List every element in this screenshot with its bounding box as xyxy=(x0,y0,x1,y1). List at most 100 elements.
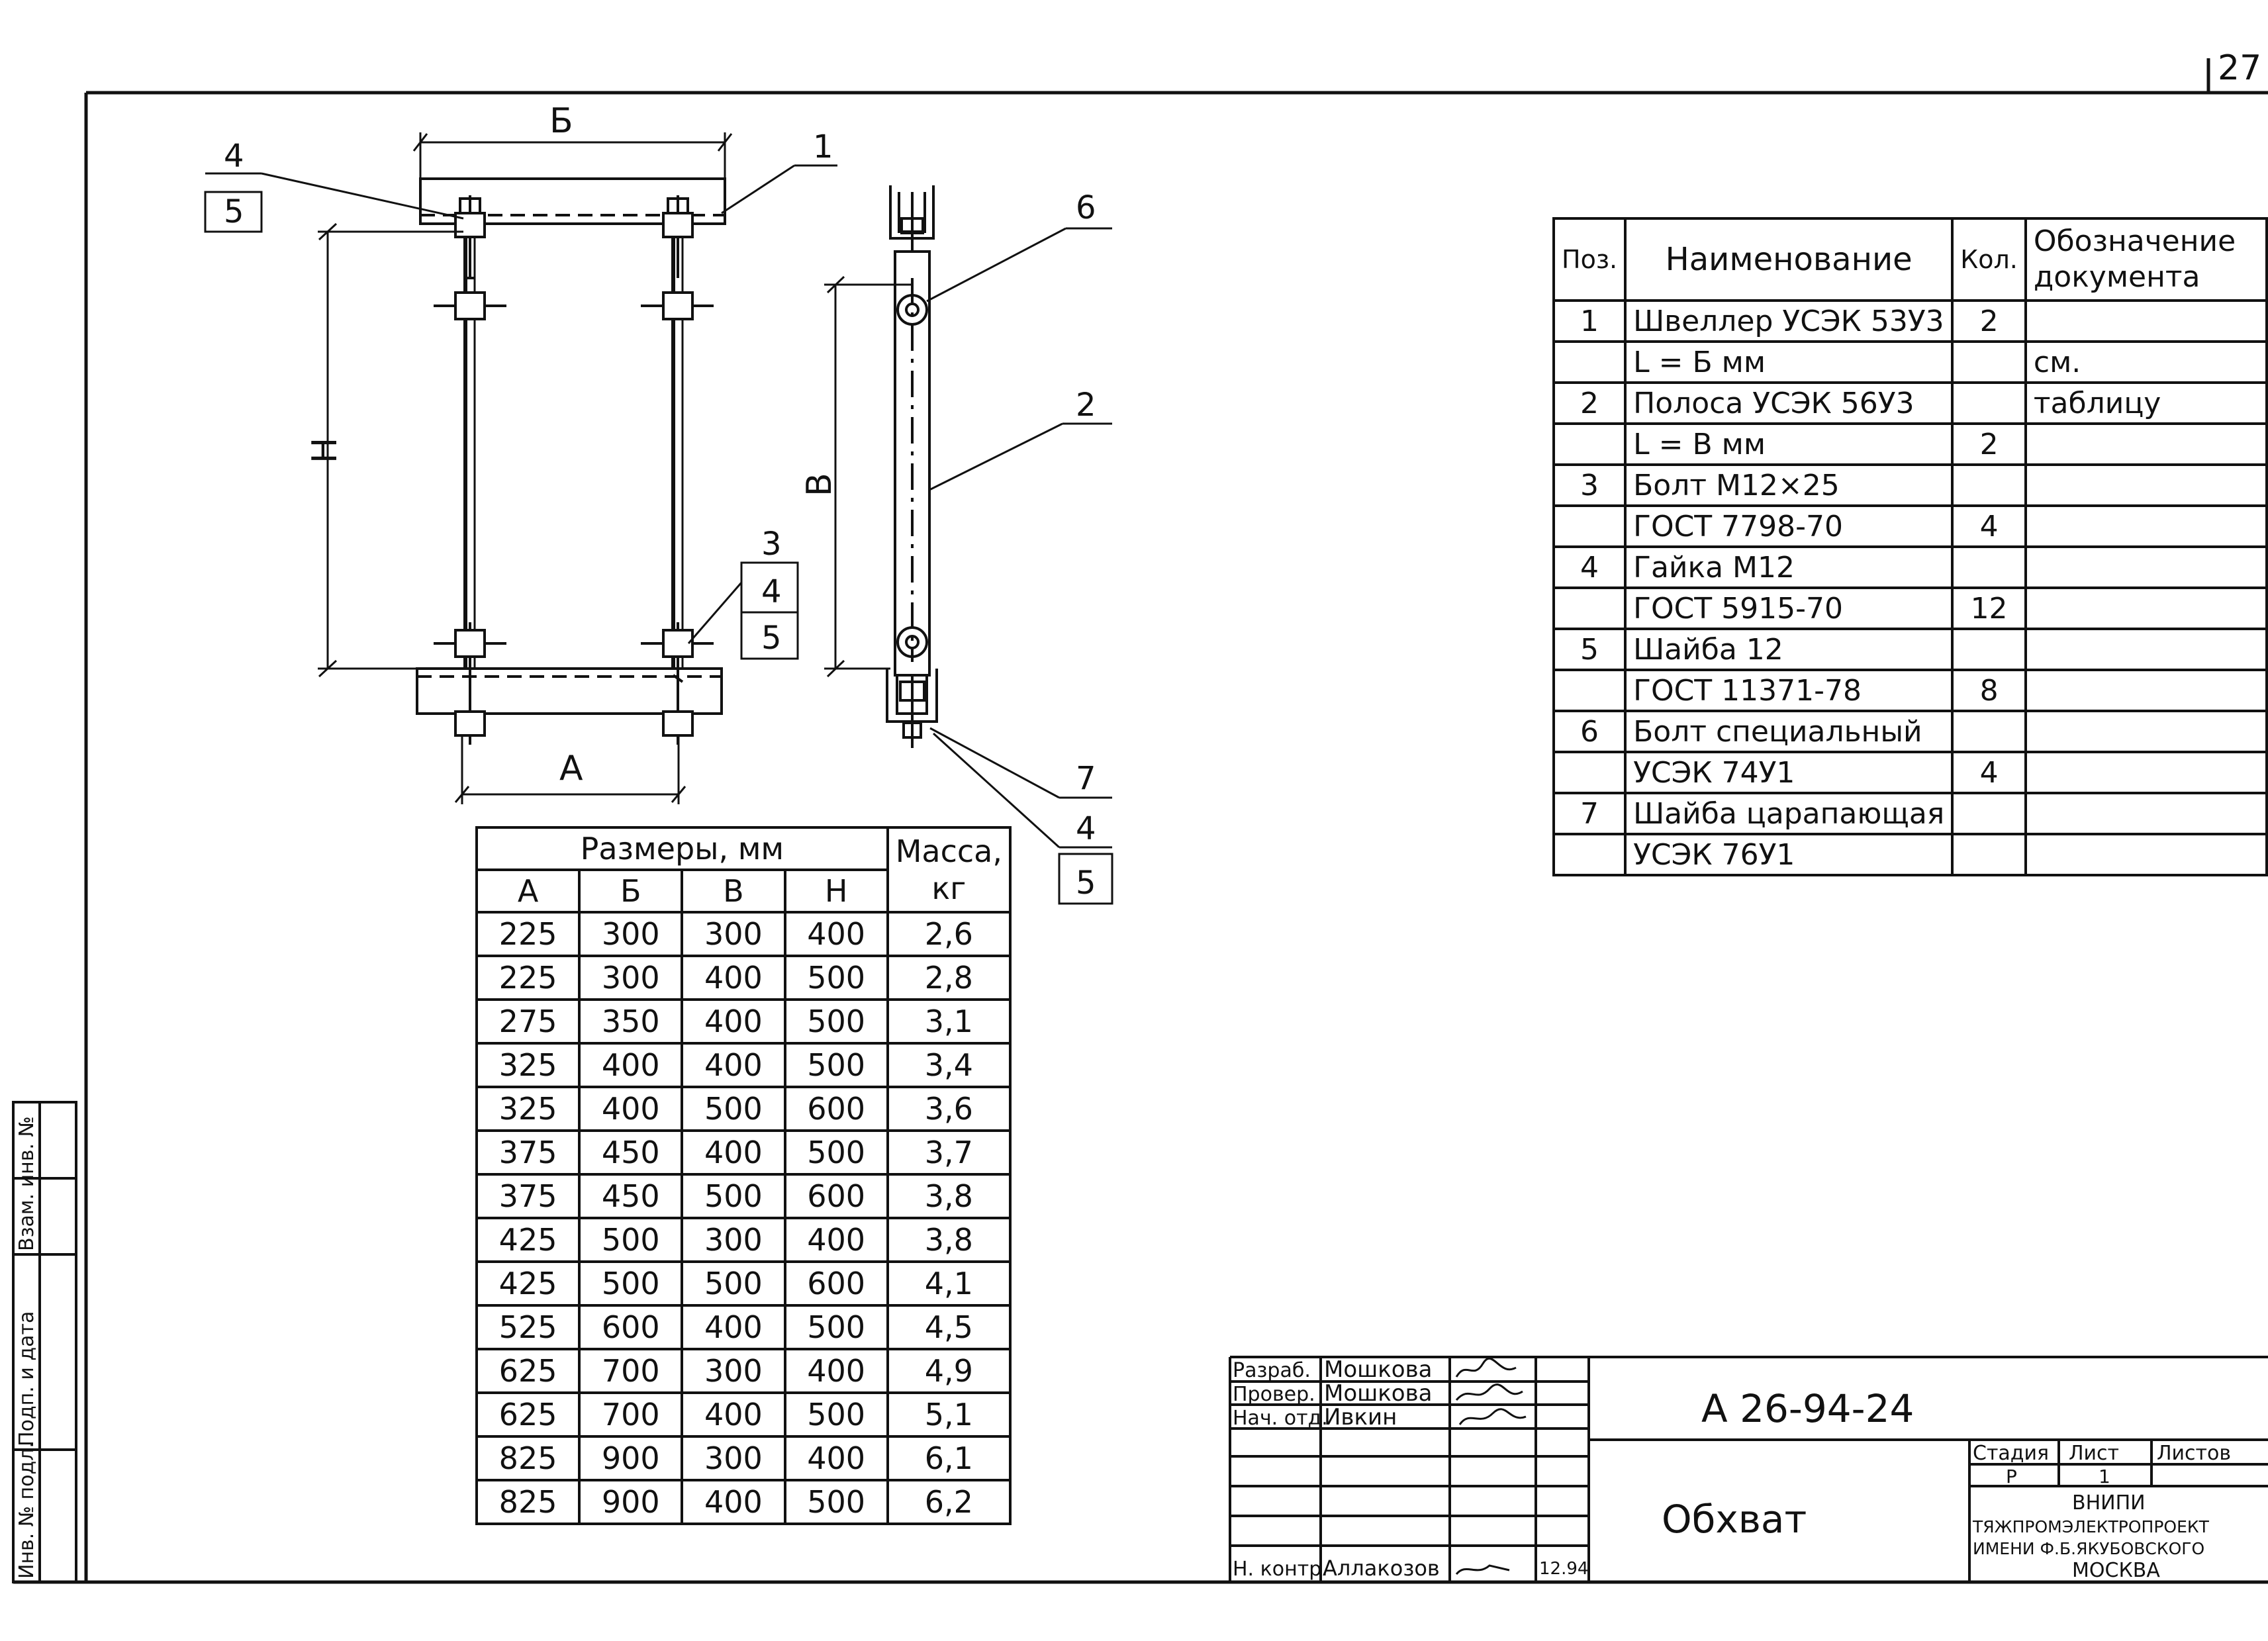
parts-cell-name: Полоса УСЭК 56У3 xyxy=(1624,381,1954,425)
parts-cell-pos xyxy=(1552,751,1627,794)
dims-cell: 400 xyxy=(783,911,889,957)
parts-cell-qty: 2 xyxy=(1951,299,2027,343)
dims-cell: 6,1 xyxy=(886,1435,1012,1481)
dim-label-h: Н xyxy=(305,438,345,463)
front-view-dimensions xyxy=(204,132,837,804)
parts-cell-doc xyxy=(2024,669,2268,712)
callout-5c: 5 xyxy=(1076,865,1096,902)
parts-cell-pos xyxy=(1552,586,1627,630)
dims-cell: 300 xyxy=(578,911,684,957)
parts-cell-pos xyxy=(1552,669,1627,712)
dims-cell: 225 xyxy=(475,955,581,1001)
dims-cell: 3,8 xyxy=(886,1173,1012,1219)
parts-cell-name: Шайба 12 xyxy=(1624,628,1954,671)
sheet-frame xyxy=(13,58,2268,1584)
parts-cell-doc xyxy=(2024,504,2268,548)
parts-cell-doc: таблицу xyxy=(2024,381,2268,425)
dims-cell: 300 xyxy=(681,1217,786,1263)
dims-cell: 500 xyxy=(681,1086,786,1132)
drawing-title: Обхват xyxy=(1662,1497,1807,1542)
tb-role-4: Н. контр. xyxy=(1233,1558,1328,1581)
callout-5: 5 xyxy=(224,193,244,230)
parts-header-doc: Обозначение документа xyxy=(2024,217,2268,302)
parts-cell-qty: 2 xyxy=(1951,422,2027,466)
parts-cell-pos xyxy=(1552,422,1627,466)
dims-cell: 2,8 xyxy=(886,955,1012,1001)
tb-org-4: МОСКВА xyxy=(2072,1559,2160,1582)
parts-cell-doc xyxy=(2024,299,2268,343)
dims-cell: 400 xyxy=(681,955,786,1001)
dims-cell: 325 xyxy=(475,1042,581,1088)
dims-cell: 400 xyxy=(783,1435,889,1481)
tb-col-stage: Стадия xyxy=(1973,1442,2049,1465)
parts-cell-qty xyxy=(1951,628,2027,671)
parts-cell-name: Гайка М12 xyxy=(1624,545,1954,589)
side-stamp-label-1: Инв. № подл. xyxy=(15,1442,38,1579)
parts-cell-qty xyxy=(1951,381,2027,425)
dims-cell: 825 xyxy=(475,1479,581,1525)
callout-6: 6 xyxy=(1076,189,1096,226)
tb-name-3: Ивкин xyxy=(1324,1404,1397,1430)
dims-cell: 300 xyxy=(681,1435,786,1481)
dims-cell: 900 xyxy=(578,1435,684,1481)
parts-cell-qty xyxy=(1951,792,2027,835)
dims-cell: 500 xyxy=(783,1391,889,1438)
parts-cell-doc xyxy=(2024,628,2268,671)
parts-cell-name: ГОСТ 7798-70 xyxy=(1624,504,1954,548)
drawing-code: А 26-94-24 xyxy=(1701,1386,1914,1431)
callout-4b: 4 xyxy=(761,573,782,610)
parts-cell-doc xyxy=(2024,586,2268,630)
parts-cell-name: L = В мм xyxy=(1624,422,1954,466)
dims-col-v: В xyxy=(681,868,786,914)
tb-col-sheet: Лист xyxy=(2069,1442,2119,1465)
parts-cell-qty: 8 xyxy=(1951,669,2027,712)
tb-col-sheets: Листов xyxy=(2157,1442,2231,1465)
parts-cell-pos xyxy=(1552,340,1627,384)
callout-2: 2 xyxy=(1076,387,1096,424)
dims-cell: 425 xyxy=(475,1217,581,1263)
tb-org-2: ТЯЖПРОМЭЛЕКТРОПРОЕКТ xyxy=(1972,1517,2210,1536)
dims-cell: 700 xyxy=(578,1391,684,1438)
dims-cell: 450 xyxy=(578,1129,684,1176)
tb-stage-value: Р xyxy=(2006,1466,2017,1487)
parts-cell-pos xyxy=(1552,504,1627,548)
parts-cell-doc xyxy=(2024,751,2268,794)
dims-header-group: Размеры, мм xyxy=(475,826,889,871)
tb-role-1: Разраб. xyxy=(1233,1359,1311,1382)
parts-cell-pos: 6 xyxy=(1552,710,1627,753)
parts-cell-name: ГОСТ 5915-70 xyxy=(1624,586,1954,630)
dims-cell: 825 xyxy=(475,1435,581,1481)
dims-cell: 600 xyxy=(578,1304,684,1350)
dims-cell: 225 xyxy=(475,911,581,957)
tb-name-4: Аллакозов xyxy=(1323,1556,1440,1581)
dims-cell: 450 xyxy=(578,1173,684,1219)
dims-cell: 600 xyxy=(783,1173,889,1219)
parts-cell-pos: 5 xyxy=(1552,628,1627,671)
dims-cell: 400 xyxy=(681,1129,786,1176)
callout-1: 1 xyxy=(813,128,833,165)
callout-5b: 5 xyxy=(761,620,782,657)
signatures xyxy=(1455,1358,1527,1575)
dims-cell: 375 xyxy=(475,1173,581,1219)
dims-cell: 350 xyxy=(578,998,684,1045)
dim-label-a: А xyxy=(559,749,583,788)
dims-cell: 525 xyxy=(475,1304,581,1350)
parts-cell-qty xyxy=(1951,545,2027,589)
dims-cell: 500 xyxy=(783,998,889,1045)
